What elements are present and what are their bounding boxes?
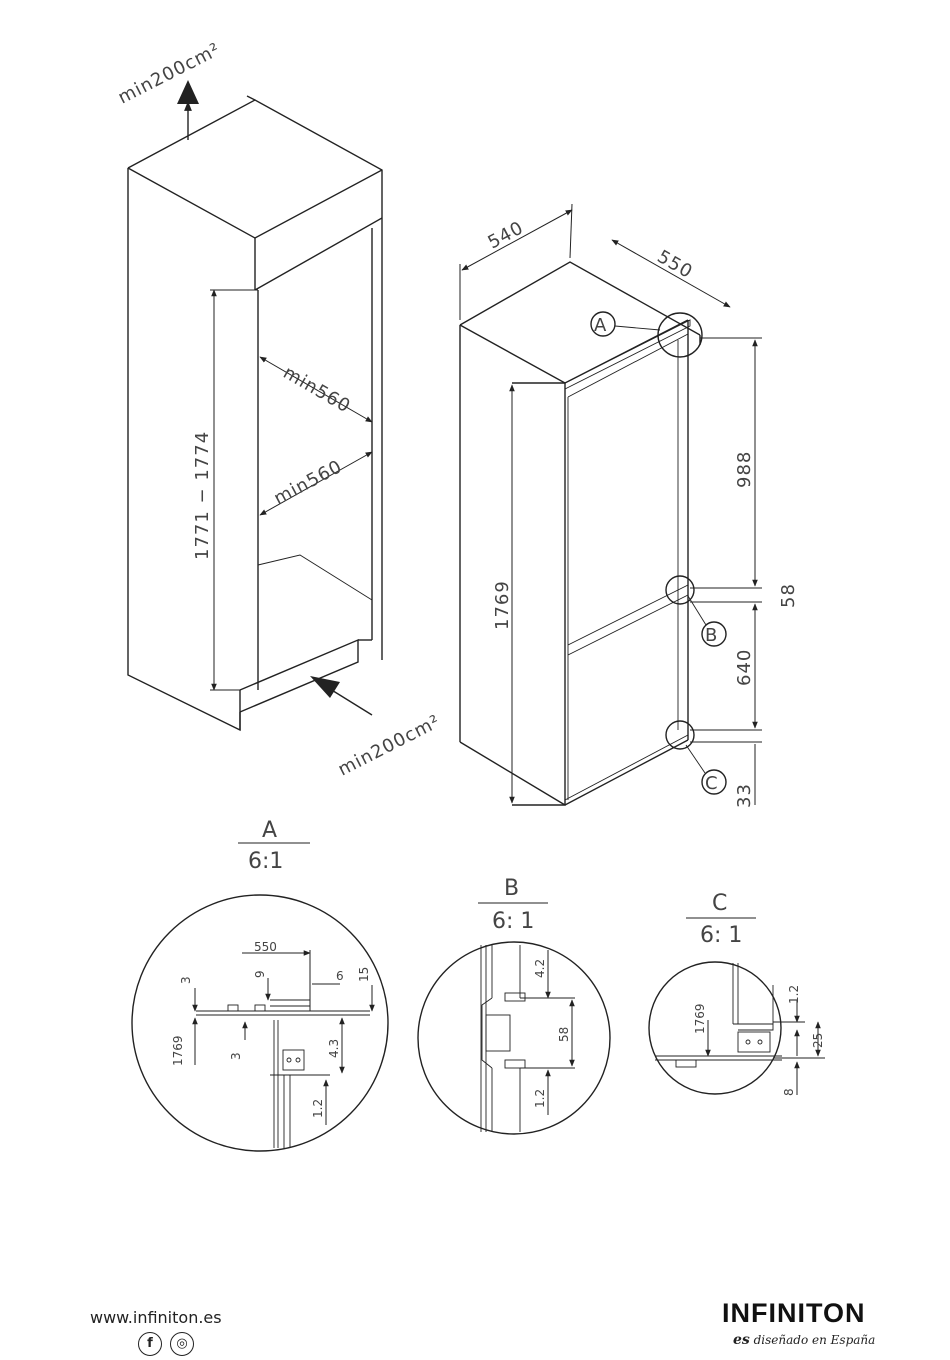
detail-c-label-8: 8: [782, 1088, 796, 1096]
depth-label: 550: [654, 246, 697, 283]
callout-c-label: C: [705, 773, 719, 794]
detail-c-title: C: [712, 891, 727, 916]
detail-a-scale: 6:1: [248, 849, 283, 874]
lower-door-label: 640: [734, 649, 755, 686]
tagline-es: es: [733, 1332, 750, 1348]
brand-tagline: es diseñado en España: [733, 1332, 875, 1348]
detail-a-title: A: [262, 818, 277, 843]
detail-b-label-58: 58: [557, 1027, 571, 1042]
width-label: 540: [484, 217, 527, 253]
detail-a-label-4-3: 4.3: [327, 1039, 341, 1058]
niche-height-label: 1771 − 1774: [192, 431, 213, 560]
website-url[interactable]: www.infiniton.es: [90, 1308, 222, 1327]
niche-height-dimension: [210, 290, 258, 690]
upper-door-label: 988: [734, 451, 755, 488]
vent-top-label: min200cm²: [115, 39, 224, 109]
detail-a-label-15: 15: [357, 967, 371, 982]
vertical-section-dimensions: [690, 338, 762, 805]
niche-width-label-upper: min560: [280, 362, 355, 417]
facebook-icon[interactable]: f: [138, 1332, 162, 1356]
gap-label: 58: [778, 583, 799, 608]
bottom-label: 33: [734, 783, 755, 808]
detail-c-label-1769: 1769: [693, 1003, 707, 1034]
detail-b-label-1-2: 1.2: [533, 1089, 547, 1108]
detail-a-label-550: 550: [254, 940, 277, 954]
detail-c-label-25: 25: [811, 1033, 825, 1048]
vent-bottom-label: min200cm²: [335, 711, 444, 781]
detail-b-label-4-2: 4.2: [533, 959, 547, 978]
detail-b-title: B: [504, 876, 519, 901]
detail-a-label-1-2: 1.2: [311, 1099, 325, 1118]
detail-a-label-1769: 1769: [171, 1035, 185, 1066]
instagram-icon[interactable]: ◎: [170, 1332, 194, 1356]
callout-a-label: A: [594, 315, 607, 336]
detail-b-circle: [418, 942, 610, 1134]
detail-c-circle: [649, 962, 825, 1095]
detail-a-label-9: 9: [253, 970, 267, 978]
hinge-callouts: [591, 312, 726, 794]
detail-a-label-3-bottom: 3: [229, 1052, 243, 1060]
detail-c-scale: 6: 1: [700, 923, 742, 948]
detail-a-label-3-top: 3: [179, 976, 193, 984]
height-label: 1769: [492, 580, 513, 630]
niche-width-label-lower: min560: [270, 456, 345, 509]
detail-b-scale: 6: 1: [492, 909, 534, 934]
refrigerator-body: [460, 262, 700, 805]
detail-a-label-6: 6: [336, 969, 344, 983]
detail-c-label-1-2: 1.2: [787, 985, 801, 1004]
tagline-text: diseñado en España: [754, 1333, 876, 1347]
brand-logo: INFINITON: [722, 1298, 866, 1329]
callout-b-label: B: [705, 625, 718, 646]
detail-a-circle: [132, 895, 388, 1151]
